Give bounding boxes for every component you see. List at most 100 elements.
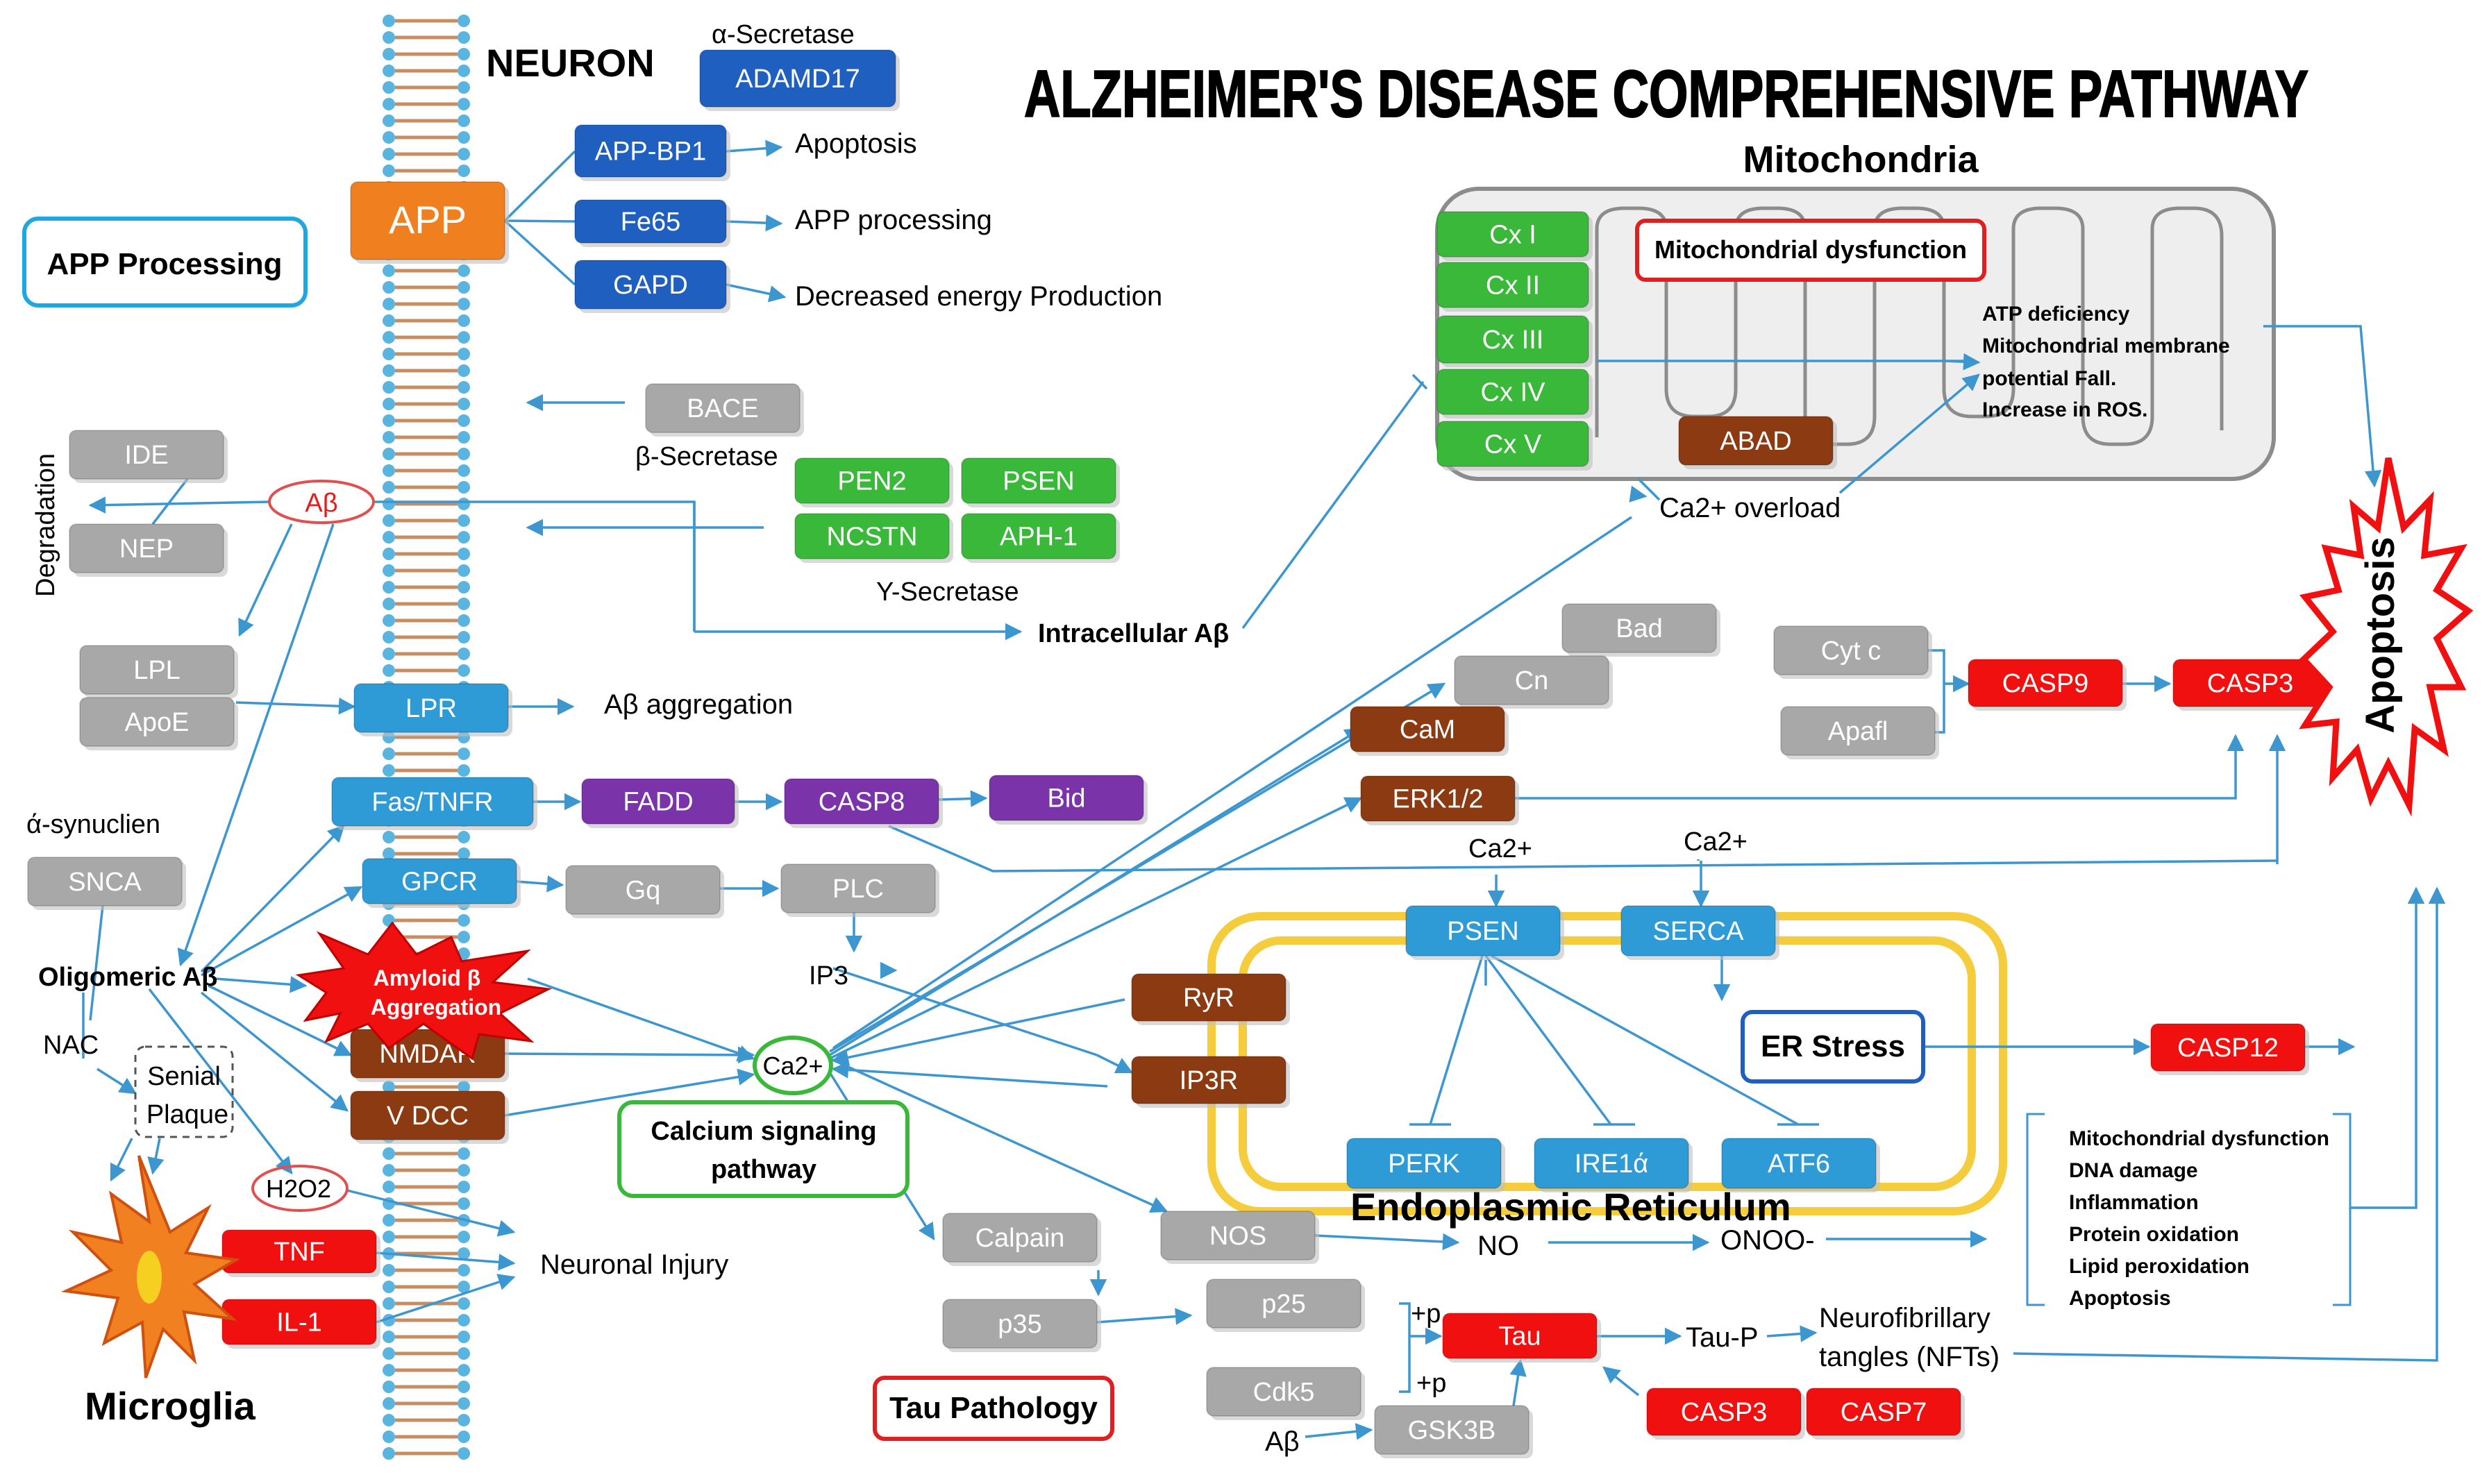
node-label-casp8: CASP8	[819, 788, 905, 817]
node-cx5: Cx V	[1436, 421, 1593, 471]
ab-aggregation-label: Aβ aggregation	[604, 689, 793, 720]
edge-arrow	[238, 523, 293, 637]
calcium-circle-text: Ca2+	[762, 1052, 823, 1080]
node-psen-er: PSEN	[1405, 905, 1564, 960]
node-label-gq: Gq	[626, 876, 661, 905]
apoptosis-big-text: Apoptosis	[2358, 537, 2403, 734]
degradation-label: Degradation	[31, 453, 60, 597]
edge-arrow	[2263, 325, 2382, 488]
node-label-cdk5: Cdk5	[1253, 1378, 1315, 1407]
calcium-signaling-text-2: pathway	[711, 1155, 816, 1184]
node-label-apoe: ApoE	[125, 708, 190, 737]
app-processing-box: APP Processing	[22, 217, 308, 307]
neuron-label: NEURON	[486, 41, 655, 85]
node-label-atf6: ATF6	[1768, 1149, 1830, 1179]
edge-arrow	[200, 991, 349, 1112]
node-apafl: Apafl	[1780, 706, 1939, 759]
edge-line	[503, 219, 576, 286]
edge-arrow	[1602, 1366, 1640, 1397]
ab-oval: Aβ	[268, 480, 375, 524]
diagram-title: ALZHEIMER'S DISEASE COMPREHENSIVE PATHWA…	[1024, 57, 2308, 131]
node-app: APP	[350, 181, 509, 264]
mito-effect-item: Mitochondrial membrane	[1982, 335, 2230, 357]
node-cx2: Cx II	[1436, 262, 1593, 312]
app-processing-text: APP Processing	[47, 247, 282, 281]
alpha-synuclien-label: ά-synuclien	[26, 810, 160, 839]
edge-arrow	[516, 875, 564, 893]
node-label-bid: Bid	[1048, 784, 1086, 813]
edge-arrow	[1629, 485, 1648, 503]
edge-arrow	[235, 697, 356, 715]
node-label-cam: CaM	[1400, 716, 1455, 745]
node-bace: BACE	[645, 383, 804, 437]
apoptosis-outcome-label: Apoptosis	[795, 128, 917, 159]
node-label-casp3b: CASP3	[1681, 1398, 1768, 1427]
node-label-ip3r: IP3R	[1180, 1066, 1238, 1095]
node-ncstn: NCSTN	[794, 513, 953, 563]
node-snca: SNCA	[27, 857, 186, 910]
node-label-ncstn: NCSTN	[827, 523, 918, 552]
senial-label: Senial	[147, 1062, 221, 1091]
edge-line	[1429, 955, 1484, 1125]
node-label-psen-er: PSEN	[1447, 917, 1518, 946]
edge-arrow	[110, 1138, 133, 1182]
node-adamd17: ADAMD17	[699, 49, 900, 111]
node-label-erk: ERK1/2	[1393, 785, 1484, 814]
node-label-gapd: GAPD	[613, 271, 688, 300]
node-label-app-bp1: APP-BP1	[595, 137, 707, 167]
node-label-p35: p35	[998, 1310, 1041, 1339]
edge-arrow	[829, 1057, 1168, 1213]
edge-line	[1399, 1302, 1411, 1393]
node-label-bad: Bad	[1616, 614, 1663, 643]
node-app-bp1: APP-BP1	[574, 124, 730, 181]
no-label: NO	[1477, 1231, 1519, 1261]
node-label-fadd: FADD	[623, 788, 693, 817]
edge-arrow	[346, 1189, 516, 1237]
edge-line	[503, 150, 576, 222]
node-cx3: Cx III	[1436, 315, 1593, 367]
node-bid: Bid	[989, 775, 1148, 825]
edge-arrow	[1943, 353, 1981, 371]
node-lpl: LPL	[79, 645, 238, 698]
node-label-serca: SERCA	[1653, 917, 1745, 946]
edge-arrow	[208, 984, 353, 1056]
plaque-label: Plaque	[146, 1100, 228, 1129]
edge-arrow	[504, 1046, 755, 1064]
decreased-energy-label: Decreased energy Production	[795, 281, 1162, 312]
node-label-gpcr: GPCR	[401, 868, 478, 897]
nft-label-1: Neurofibrillary	[1819, 1303, 1991, 1333]
node-gsk3b: GSK3B	[1374, 1405, 1533, 1458]
ca2-plus-label-a: Ca2+	[1468, 834, 1532, 863]
consequence-item: Protein oxidation	[2069, 1223, 2239, 1246]
node-p25: p25	[1206, 1279, 1365, 1332]
edge-arrow	[147, 1138, 165, 1175]
edge-arrow	[215, 976, 308, 993]
edge-arrow	[97, 1068, 137, 1095]
node-ip3r: IP3R	[1131, 1056, 1290, 1108]
consequences-list: Mitochondrial dysfunction DNA damage Inf…	[2026, 1113, 2352, 1310]
edge-line	[1411, 373, 1428, 390]
node-casp3b: CASP3	[1646, 1388, 1805, 1440]
node-label-perk: PERK	[1388, 1149, 1459, 1179]
node-lpr: LPR	[353, 683, 512, 736]
node-label-bace: BACE	[687, 394, 758, 423]
node-label-lpl: LPL	[133, 656, 181, 685]
node-vdcc: V DCC	[350, 1090, 509, 1144]
node-label-plc: PLC	[832, 875, 884, 904]
edge-arrow	[829, 797, 1363, 1060]
node-ide: IDE	[69, 430, 228, 483]
microglia-cell	[60, 1155, 241, 1378]
node-nos: NOS	[1160, 1211, 1319, 1264]
node-label-casp3a: CASP3	[2207, 669, 2294, 698]
consequence-item: Mitochondrial dysfunction	[2069, 1127, 2329, 1150]
edge-arrow	[1305, 1423, 1373, 1440]
h2o2-label: H2O2	[266, 1174, 331, 1203]
node-cdk5: Cdk5	[1206, 1367, 1365, 1420]
node-gapd: GAPD	[574, 260, 730, 313]
edge-arrow	[88, 496, 270, 514]
node-nmdar: NMDAR	[350, 1029, 509, 1082]
nft-label-2: tangles (NFTs)	[1819, 1342, 2000, 1372]
node-label-cx3: Cx III	[1482, 326, 1544, 355]
